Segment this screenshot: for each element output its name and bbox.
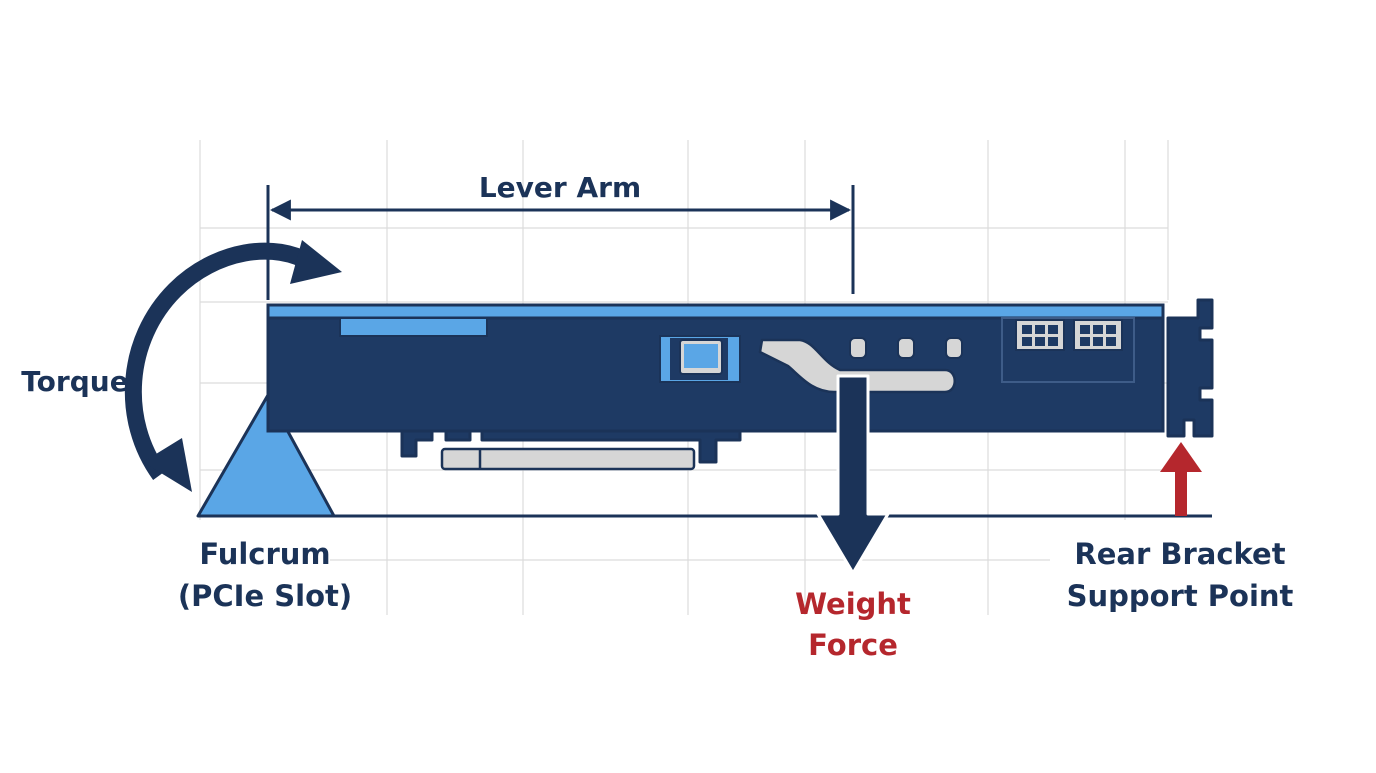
pcie-gold-fingers: [440, 447, 696, 471]
weight-force-arrow: [816, 374, 890, 575]
fulcrum-wedge: [196, 393, 336, 518]
io-section: [1001, 317, 1135, 383]
fulcrum-label-line2: (PCIe Slot): [177, 579, 353, 613]
lever-arm-dimension: [266, 185, 855, 300]
torque-arrow: [124, 242, 317, 480]
gpu-chip: [659, 335, 741, 383]
torque-arrowhead-top: [290, 240, 342, 284]
graphics-card: [266, 298, 1214, 471]
rear-support-arrow: [1160, 442, 1202, 516]
rear-support-label-line2: Support Point: [1066, 579, 1294, 613]
heatpipe: [758, 338, 956, 394]
lever-arm-label: Lever Arm: [478, 171, 642, 204]
fulcrum-label-line1: Fulcrum: [199, 537, 331, 571]
torque-arrowhead-bottom: [143, 438, 192, 492]
capacitors: [849, 337, 963, 359]
torque-label: Torque: [21, 365, 129, 398]
card-label-sticker: [339, 317, 488, 337]
card-top-strip: [266, 303, 1165, 320]
rear-bracket: [1166, 298, 1214, 438]
weight-label-line1: Weight: [795, 587, 911, 621]
io-port-right: [1073, 319, 1123, 351]
rear-support-label-line1: Rear Bracket: [1074, 537, 1286, 571]
weight-label-line2: Force: [808, 628, 898, 662]
io-port-left: [1015, 319, 1065, 351]
